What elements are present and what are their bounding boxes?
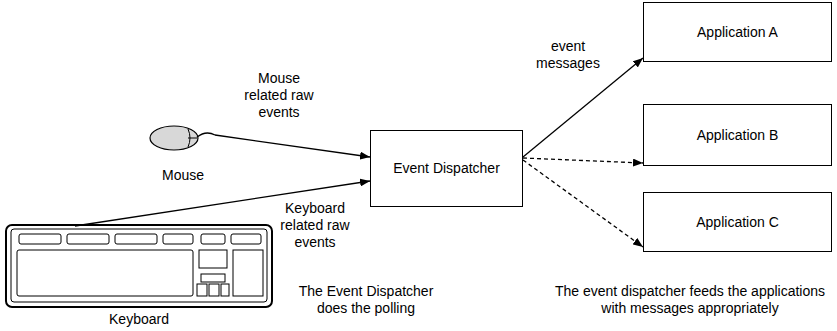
node-text: Mouse (162, 167, 204, 184)
arrow (523, 58, 643, 157)
node-text: Application B (697, 127, 779, 144)
node-text: Application C (696, 214, 779, 231)
application-box: Application A (643, 2, 832, 62)
edge-label: Mouse related raw events (236, 70, 322, 121)
application-box: Application B (643, 104, 832, 166)
dashed-arrow (523, 158, 643, 163)
note-text: The Event Dispatcher does the polling (288, 283, 444, 317)
edge-label: Keyboard related raw events (272, 200, 358, 251)
mouse-device: Mouse (143, 118, 223, 184)
mouse-illustration (150, 126, 215, 150)
note-text: The event dispatcher feeds the applicati… (548, 283, 832, 317)
arrow (215, 135, 370, 157)
edge-label: event messages (530, 38, 606, 72)
node-text: Event Dispatcher (393, 160, 500, 177)
dispatcher-box: Event Dispatcher (370, 130, 523, 207)
dashed-arrow (523, 160, 643, 247)
node-text: Keyboard (109, 311, 169, 328)
keyboard-illustration (6, 225, 272, 307)
application-box: Application C (643, 192, 832, 252)
keyboard-device: Keyboard (5, 224, 273, 328)
node-text: Application A (697, 24, 778, 41)
